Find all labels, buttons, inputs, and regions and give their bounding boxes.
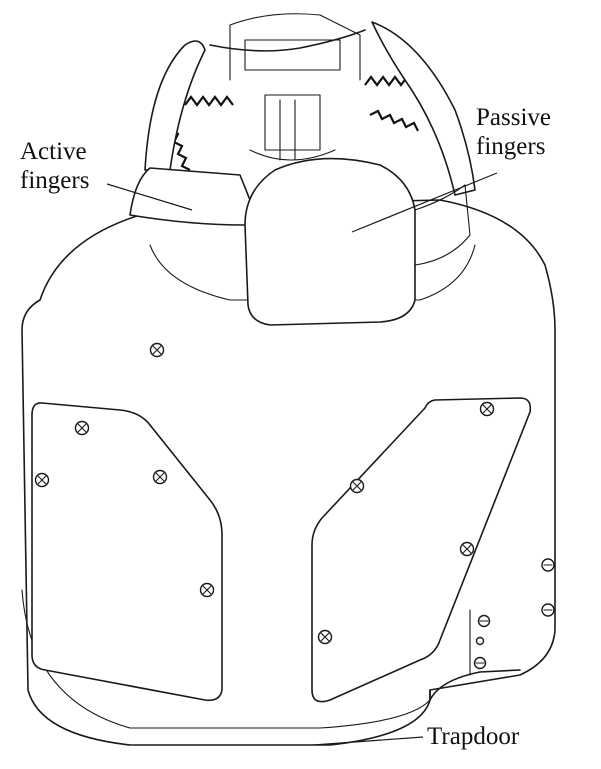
- trapdoor-label-text: Trapdoor: [427, 723, 520, 750]
- left-panel: [31, 402, 223, 702]
- gripper-mechanism-frame: [229, 13, 361, 81]
- screw-front-1: [477, 614, 491, 628]
- active-fingers-label: Active fingers: [20, 137, 89, 195]
- passive-fingers-label: Passive fingers: [476, 103, 551, 161]
- spring-right-lower: [369, 109, 419, 132]
- screw-front-2: [475, 636, 485, 646]
- screw-right-1: [479, 401, 495, 417]
- right-panel: [311, 397, 532, 703]
- passive-finger-front: [244, 157, 416, 326]
- trapdoor-panel: [429, 669, 521, 701]
- screw-left-1: [74, 420, 90, 436]
- passive-fingers-label-line2: fingers: [476, 133, 546, 160]
- leader-passive-fingers: [351, 172, 498, 233]
- passive-finger-side: [414, 184, 471, 266]
- passive-fingers-label-line1: Passive: [476, 104, 551, 131]
- screw-left-2: [34, 472, 50, 488]
- screw-right-4: [317, 629, 333, 645]
- screw-front-3: [473, 656, 487, 670]
- active-fingers-label-line2: fingers: [20, 167, 90, 194]
- gripper-mechanism-core: [244, 39, 341, 151]
- spring-left-upper: [184, 95, 234, 107]
- screw-right-2: [349, 478, 365, 494]
- screw-left-4: [199, 582, 215, 598]
- spring-right-upper: [364, 75, 408, 87]
- trapdoor-label: Trapdoor: [427, 722, 519, 751]
- gripper-back-rim: [149, 244, 476, 301]
- screw-side-1: [541, 558, 555, 572]
- gripper-top-bar: [209, 29, 366, 52]
- mechanism-rods: [249, 99, 336, 161]
- leader-trapdoor: [312, 736, 424, 746]
- leader-active-fingers: [106, 183, 193, 211]
- spring-left-lower: [169, 129, 191, 171]
- active-finger-right-blade: [371, 21, 476, 196]
- screw-side-2: [541, 603, 555, 617]
- screw-body-top: [149, 342, 165, 358]
- screw-left-3: [152, 469, 168, 485]
- active-finger-left-blade: [144, 40, 206, 171]
- screw-right-3: [459, 541, 475, 557]
- active-fingers-label-line1: Active: [20, 138, 87, 165]
